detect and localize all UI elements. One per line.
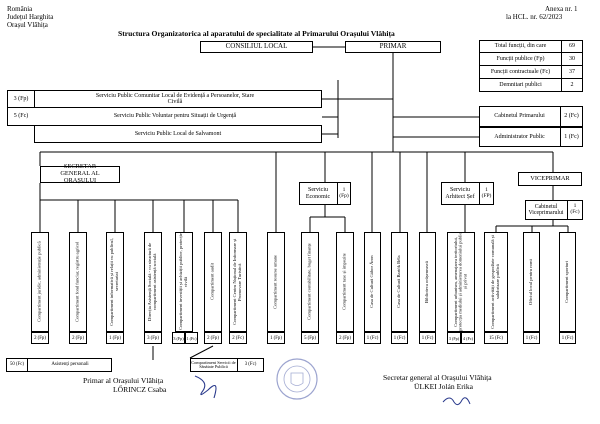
compartment-count: 1 (Fp)	[106, 332, 124, 344]
compartment-label: Compartiment taxe și impozite	[341, 253, 347, 311]
viceprimar-box: VICEPRIMAR	[518, 172, 582, 186]
annex-decision: la HCL. nr. 62/2023	[506, 13, 563, 21]
compartment-count: 2 (Fp)	[69, 332, 87, 344]
compartment-label: Compartiment informatică și relații cu p…	[109, 238, 119, 326]
asistenti-count: 50 (Fc)	[10, 362, 24, 368]
compartment-count: 2 (Fc)	[229, 332, 247, 344]
service-salvamont: Serviciu Public Local de Salvamont	[134, 131, 222, 138]
compartment-label: Compartiment resurse umane	[272, 254, 278, 310]
serviciu-economic-count: 1 (Fp)	[339, 186, 349, 199]
compartment-label: Compartiment fond funciar, registru agri…	[74, 241, 80, 323]
cabinet-vice-label: Cabinetul Viceprimarului	[528, 203, 564, 216]
summary-label: Demnitari publici	[499, 81, 542, 88]
summary-value: 2	[570, 81, 574, 88]
mayor-title: Primar al Orașului Vlăhița	[83, 376, 164, 385]
compartment-count: 5 (Fp)	[301, 332, 319, 344]
compartment-count: 1 (Fc)	[523, 332, 540, 344]
compartment-count-2: 1 (Fc)	[185, 332, 198, 344]
serviciu-arhitect-count: 1 (FP)	[481, 186, 492, 199]
compartment-count: 3 (Fp)	[144, 332, 162, 344]
compartment-count: 2 (Fp)	[336, 332, 354, 344]
compartment-count: 3 (Fp)	[447, 332, 461, 344]
council-box: CONSILIUL LOCAL	[200, 41, 313, 53]
sanatate-label: Compartiment Servicii de Sănătate Public…	[191, 359, 236, 369]
secretar-general-box: SECRETAR GENERAL AL ORAȘULUI	[40, 164, 120, 184]
compartment-count: 1 (Fp)	[267, 332, 285, 344]
service-evidenta: Serviciu Public Comunitar Local de Evide…	[95, 92, 255, 105]
compartment-count: 2 (Fp)	[204, 332, 222, 344]
header-county: Județul Harghita	[7, 13, 54, 21]
compartment-label: Compartiment activități de gospodărie co…	[490, 235, 500, 329]
compartment-label: Casa de Cultură Bartók Béla	[396, 255, 402, 309]
summary-value: 37	[569, 68, 575, 75]
service-count: 3 (Fp)	[13, 95, 29, 102]
summary-table: Total funcții, din care 69 Funcții publi…	[479, 40, 583, 92]
service-urgenta: Serviciu Public Voluntar pentru Situații…	[113, 113, 237, 120]
service-count: 5 (Fc)	[13, 113, 29, 120]
serviciu-economic-label: Serviciu Economic	[305, 187, 331, 200]
cabinet-vice-count: 1 (Fc)	[570, 203, 580, 215]
compartment-count: 1 (Fc)	[364, 332, 381, 344]
official-stamp-icon	[276, 358, 318, 400]
summary-value: 30	[569, 55, 575, 62]
compartment-label: Compartiment audit	[209, 263, 215, 301]
compartment-count: 1 (Fc)	[559, 332, 576, 344]
compartment-count: 15 (Fc)	[484, 332, 508, 344]
header-town: Orașul Vlăhița	[7, 21, 48, 29]
mayor-signature-icon	[194, 375, 217, 399]
sanatate-count: 3 (Fc)	[244, 362, 257, 368]
compartment-count: 2 (Fp)	[31, 332, 49, 344]
summary-label: Total funcții, din care	[494, 43, 547, 50]
compartment-count-2: 4 (Fc)	[461, 332, 475, 344]
compartment-label: Biblioteca orășenească	[424, 261, 430, 303]
compartment-label: Casa de Cultură Gábor Áron	[369, 255, 375, 309]
cabinet-primar-count: 2 (Fc)	[564, 113, 579, 120]
page-title: Structura Organizatorica al aparatului d…	[118, 29, 395, 38]
compartment-label: Direcția Asistență Socială - cu structur…	[147, 242, 157, 322]
secretary-title: Secretar general al Orașului Vlăhița	[383, 373, 492, 382]
compartment-label: Compartiment urbanism, amenajarea terito…	[452, 232, 468, 332]
compartment-label: Oficiul local pentru romi	[528, 259, 534, 305]
header-country: România	[7, 5, 33, 13]
secretary-name: ÜLKEI Jolán Erika	[414, 382, 474, 391]
annex-number: Anexa nr. 1	[545, 5, 578, 13]
compartment-label: Compartiment investiții și achiziții pub…	[178, 233, 188, 331]
compartment-label: Compartiment Centru Național de Informar…	[232, 238, 242, 326]
compartment-count: 1 (Fc)	[391, 332, 408, 344]
compartment-label: Compartiment sporturi	[564, 261, 570, 303]
administrator-label: Administrator Public	[494, 133, 545, 140]
summary-value: 69	[569, 43, 575, 50]
mayor-name: LŐRINCZ Csaba	[113, 385, 167, 394]
cabinet-primar-label: Cabinetul Primarului	[494, 113, 545, 120]
mayor-box: PRIMAR	[345, 41, 441, 53]
compartment-label: Compartiment contabilitate, buget finanț…	[306, 243, 312, 321]
serviciu-arhitect-label: Serviciu Arhitect Șef	[445, 187, 475, 200]
compartment-label: Compartiment juridic, administrație publ…	[36, 241, 42, 323]
summary-label: Funcții publice (Fp)	[496, 55, 545, 62]
summary-label: Funcții contractuale (Fc)	[490, 68, 551, 75]
compartment-count: 3 (Fp)	[172, 332, 185, 344]
compartment-count: 1 (Fc)	[419, 332, 436, 344]
administrator-count: 1 (Fc)	[564, 133, 579, 140]
asistenti-label: Asistenți personali	[51, 362, 89, 368]
secretary-signature-icon	[442, 397, 471, 406]
